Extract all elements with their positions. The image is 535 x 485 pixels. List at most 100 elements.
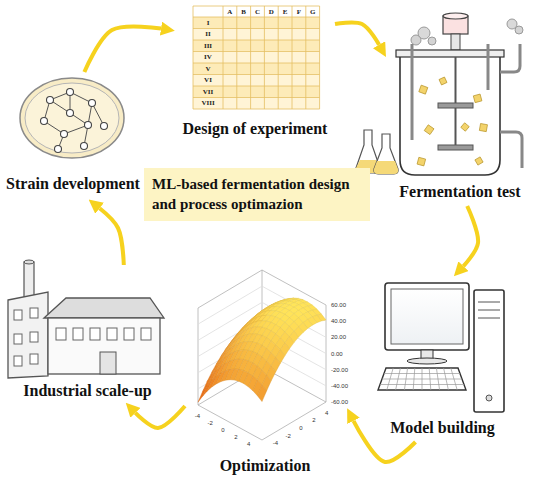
factory-part <box>24 260 34 264</box>
z-axis-tick: 40.00 <box>331 318 346 324</box>
fermenter-part <box>438 103 473 108</box>
doe-table-part <box>193 98 320 110</box>
stage-node: Model building <box>375 278 510 442</box>
z-axis-tick: -60.00 <box>331 399 348 405</box>
keyboard-keys-part <box>436 368 439 390</box>
cell-network-part <box>61 131 68 138</box>
factory-part <box>100 352 116 374</box>
plot-axes-part <box>262 367 326 402</box>
doe-table-part <box>193 28 320 29</box>
table-column-header: A <box>227 8 232 15</box>
doe-table-part <box>193 29 320 41</box>
cell-network-part <box>55 146 62 153</box>
y-axis-tick: 4 <box>325 410 328 416</box>
factory-windows-part <box>14 310 22 320</box>
doe-table-part <box>193 40 320 41</box>
fermenter-part <box>428 37 436 45</box>
doe-table-part <box>278 6 279 109</box>
doe-table-part <box>193 74 320 75</box>
cell-network-part <box>67 110 74 117</box>
table-column-header: F <box>297 8 301 15</box>
cell-marks-part <box>419 85 428 94</box>
doe-table-part <box>193 63 320 64</box>
plot-axes-part <box>262 319 326 354</box>
cycle-arrow <box>335 22 379 44</box>
computer-part <box>486 395 492 401</box>
y-axis-tick: 0 <box>299 425 302 431</box>
cycle-arrow <box>135 406 185 428</box>
y-axis-tick: 2 <box>312 417 315 423</box>
stage-label: Industrial scale-up <box>23 382 151 400</box>
doe-table-part <box>193 52 320 64</box>
table-row-header: IV <box>204 54 212 61</box>
factory-windows-part <box>107 328 117 340</box>
computer-part <box>391 289 463 344</box>
doe-table-part <box>193 75 320 87</box>
keyboard-keys-part <box>387 368 393 390</box>
plot-axes <box>198 270 326 440</box>
fermenter-part <box>515 26 523 34</box>
doe-table-part <box>236 6 237 109</box>
flasks-part <box>374 161 398 174</box>
plot-axes-part <box>198 405 262 440</box>
stage-node: Optimization <box>185 295 345 480</box>
doe-table-part <box>193 6 194 109</box>
fermenter-part <box>451 34 460 50</box>
plot-axes-part <box>262 351 326 386</box>
computer <box>378 283 504 412</box>
table-column-header: E <box>283 8 288 15</box>
factory-windows-part <box>90 328 100 340</box>
cell-marks-part <box>417 157 426 166</box>
cell-marks <box>417 77 487 166</box>
petri-dish <box>20 78 124 158</box>
cell-network <box>41 89 108 153</box>
fermenter-part <box>500 44 520 72</box>
petri-dish-part <box>20 78 124 158</box>
doe-table-part <box>193 40 320 52</box>
factory-windows-part <box>30 308 38 318</box>
z-axis-tick: 20.00 <box>331 334 346 340</box>
doe-table-part <box>193 17 320 18</box>
x-axis-tick: 4 <box>247 441 250 447</box>
table-row-header: I <box>207 19 210 26</box>
factory-part <box>24 262 34 300</box>
flasks-part <box>374 134 398 174</box>
cell-network-part <box>89 100 96 107</box>
cell-marks-part <box>473 94 482 103</box>
doe-table-part <box>193 6 320 17</box>
y-axis-tick: -4 <box>273 440 278 446</box>
stage-label: Strain development <box>6 175 140 193</box>
factory-windows-part <box>141 328 151 340</box>
doe-table-part <box>193 51 320 52</box>
cycle-arrow <box>100 208 124 265</box>
table-row-header: VII <box>203 88 214 95</box>
computer-part <box>407 358 447 364</box>
keyboard-keys <box>380 368 464 390</box>
computer-part <box>478 302 500 303</box>
cell-network-part <box>85 122 92 129</box>
doe-table <box>193 6 320 109</box>
response-surface-part <box>257 385 266 402</box>
doe-table-part <box>223 6 224 109</box>
fermenter-part <box>400 56 500 175</box>
table-column-header: D <box>269 8 274 15</box>
factory-windows-part <box>30 354 38 364</box>
cell-network-part <box>41 118 48 125</box>
doe-table-part <box>193 97 320 98</box>
x-axis-tick: 0 <box>221 427 224 433</box>
cell-network-part <box>81 143 88 150</box>
doe-table-part <box>292 6 293 109</box>
factory-windows-part <box>30 332 38 342</box>
z-axis-tick: 0.00 <box>331 351 343 357</box>
factory-part <box>48 318 160 374</box>
computer-part <box>385 283 469 350</box>
factory-windows-part <box>56 328 66 340</box>
doe-table-part <box>264 6 265 109</box>
center-box: ML-based fermentation design and process… <box>144 168 370 221</box>
table-row-header: V <box>205 65 210 72</box>
cell-network-part <box>47 97 54 104</box>
fermenter-part <box>443 13 468 19</box>
table-column-header: B <box>241 8 246 15</box>
